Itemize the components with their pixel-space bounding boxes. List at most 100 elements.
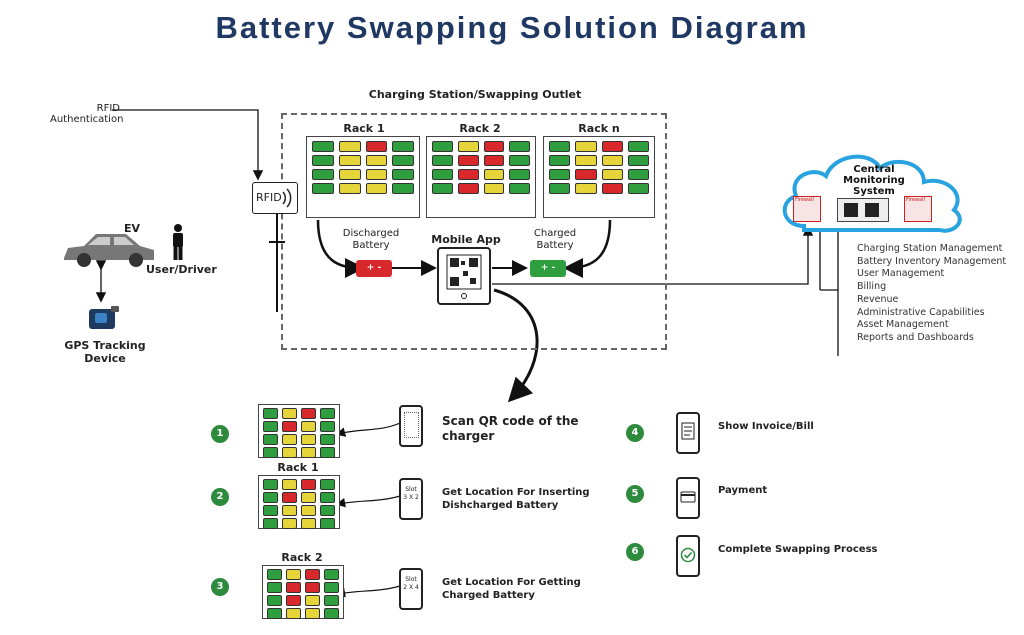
battery-cell — [286, 595, 301, 606]
rfid-authentication-label: RFID Authentication — [50, 103, 124, 125]
battery-cell — [263, 447, 278, 458]
firewall-right: Firewall — [904, 196, 932, 222]
battery-cell — [305, 569, 320, 580]
battery-cell — [263, 492, 278, 503]
battery-cell — [601, 155, 623, 166]
battery-cell — [263, 434, 278, 445]
rackn-to-charged-arrow — [563, 219, 612, 278]
battery-cell — [457, 141, 479, 152]
feature-item: Battery Inventory Management — [857, 255, 1007, 267]
step-4-number: 4 — [626, 424, 644, 442]
step-3-rack — [262, 565, 344, 619]
battery-cell — [601, 169, 623, 180]
gps-device-icon — [89, 306, 119, 329]
battery-cell — [320, 518, 335, 529]
firewall-left: Firewall — [793, 196, 821, 222]
battery-cell — [320, 408, 335, 419]
gps-tracking-label: GPS Tracking Device — [64, 339, 146, 365]
mobile-to-steps-arrow — [493, 288, 539, 403]
battery-cell — [263, 408, 278, 419]
step-1-number: 1 — [211, 425, 229, 443]
step-6-phone — [676, 535, 700, 577]
battery-cell — [324, 595, 339, 606]
battery-cell — [301, 447, 316, 458]
battery-cell — [549, 169, 571, 180]
battery-cell — [282, 408, 297, 419]
feature-item: User Management — [857, 268, 945, 280]
mobile-app-phone[interactable] — [437, 247, 491, 305]
step-6-text: Complete Swapping Process — [718, 544, 878, 555]
rack-n — [543, 136, 655, 218]
battery-cell — [483, 155, 505, 166]
battery-cell — [338, 183, 361, 194]
battery-cell — [627, 183, 649, 194]
battery-cell — [457, 169, 479, 180]
step-2-phone: Slot 3 X 2 — [399, 478, 423, 520]
battery-cell — [324, 569, 339, 580]
invoice-icon — [681, 422, 695, 440]
battery-cell — [282, 434, 297, 445]
battery-cell — [286, 569, 301, 580]
step-5-text: Payment — [718, 485, 768, 496]
battery-cell — [392, 169, 414, 180]
battery-cell — [509, 183, 530, 194]
battery-cell — [301, 434, 316, 445]
battery-cell — [575, 183, 597, 194]
battery-cell — [267, 582, 282, 593]
rack-1-label: Rack 1 — [343, 122, 385, 135]
battery-cell — [282, 479, 297, 490]
feature-item: Billing — [857, 281, 887, 293]
battery-cell — [483, 141, 505, 152]
battery-cell — [509, 155, 530, 166]
battery-cell — [338, 141, 361, 152]
battery-cell — [320, 479, 335, 490]
battery-cell — [320, 434, 335, 445]
battery-cell — [549, 141, 571, 152]
mobile-to-cloud-connector — [492, 225, 814, 285]
person-icon — [173, 224, 183, 260]
feature-item: Charging Station Management — [857, 243, 1003, 254]
feature-item: Asset Management — [857, 319, 949, 331]
ev-label: EV — [124, 222, 141, 235]
wireless-signal-icon — [282, 188, 292, 208]
battery-cell — [305, 582, 320, 593]
battery-cell — [365, 155, 388, 166]
battery-cell — [267, 595, 282, 606]
rfid-reader: RFID — [252, 182, 298, 214]
battery-cell — [392, 183, 414, 194]
battery-cell — [601, 141, 623, 152]
battery-cell — [457, 155, 479, 166]
battery-cell — [320, 492, 335, 503]
battery-cell — [282, 518, 297, 529]
feature-item: Administrative Capabilities — [857, 306, 985, 318]
battery-cell — [627, 141, 649, 152]
diagram-title: Battery Swapping Solution Diagram — [215, 10, 809, 45]
battery-cell — [365, 183, 388, 194]
battery-cell — [320, 505, 335, 516]
battery-cell — [267, 608, 282, 619]
battery-cell — [286, 582, 301, 593]
battery-cell — [324, 582, 339, 593]
battery-cell — [282, 492, 297, 503]
cloud-title: Central Monitoring System — [843, 164, 905, 197]
check-circle-icon — [680, 547, 696, 563]
battery-cell — [601, 183, 623, 194]
step-2-text: Get Location For Inserting Dishcharged B… — [442, 487, 590, 511]
battery-cell — [392, 155, 414, 166]
battery-cell — [301, 421, 316, 432]
step-1-rack — [258, 404, 340, 458]
battery-cell — [338, 169, 361, 180]
charged-battery-label: Charged Battery — [533, 228, 577, 251]
charging-station-box — [281, 113, 667, 350]
battery-cell — [365, 169, 388, 180]
battery-cell — [312, 183, 334, 194]
rfid-auth-connector — [112, 109, 264, 181]
charged-battery-icon: + - — [530, 260, 566, 277]
battery-cell — [301, 479, 316, 490]
battery-cell — [282, 447, 297, 458]
battery-cell — [263, 505, 278, 516]
battery-cell — [301, 518, 316, 529]
feature-item: Reports and Dashboards — [857, 331, 974, 343]
step-2-slot-text: Slot 3 X 2 — [403, 486, 419, 501]
